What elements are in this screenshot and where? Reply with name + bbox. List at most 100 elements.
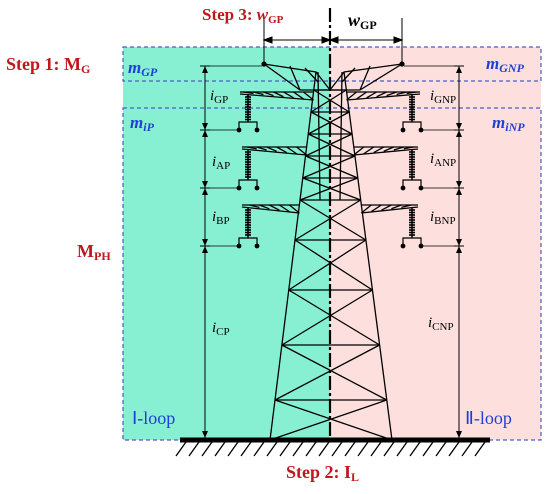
conductor [254, 243, 260, 249]
dimension-arrow [202, 431, 208, 438]
bundle-bracket [238, 237, 258, 246]
ground-hatch-line [266, 441, 278, 457]
cross-arm-web [249, 204, 260, 209]
step3-label: Step 3: wGP [202, 5, 284, 26]
dim-label-bnp: iBNP [430, 209, 456, 227]
cross-arm-chord [239, 93, 314, 101]
ground-hatch-line [188, 441, 200, 457]
dim-label-cp: iCP [212, 320, 230, 338]
insulator-string [236, 94, 260, 133]
ground-hatch-line [370, 441, 382, 457]
cross-arm-web [276, 146, 287, 154]
insulator-string [236, 207, 260, 249]
cross-arm-web [259, 204, 270, 210]
cross-arm-web [401, 204, 412, 208]
step1-label: Step 1: MG [6, 54, 90, 76]
cross-arm-web [403, 146, 414, 150]
cross-arm-web [266, 146, 277, 152]
cross-arm-web [346, 91, 358, 101]
ground-hatch-line [435, 441, 447, 457]
ground-hatch-line [331, 441, 343, 457]
conductor [400, 243, 406, 249]
dimension-arrow [202, 246, 208, 253]
ground-hatch-line [279, 441, 291, 457]
dim-label-bp: iBP [212, 209, 230, 227]
dimension-arrow [202, 123, 208, 130]
ground-hatch-line [461, 441, 473, 457]
tower-brace [299, 199, 367, 241]
ground-hatch-line [474, 441, 486, 457]
conductor [254, 127, 260, 133]
ground-wire-box [122, 46, 542, 82]
tower [239, 63, 421, 441]
right-height-dimensions [404, 65, 464, 439]
ground-hatch-line [396, 441, 408, 457]
tower-brace [288, 289, 380, 346]
dimension-arrow [456, 130, 462, 137]
ground-hatch-line [357, 441, 369, 457]
tower-brace [310, 111, 353, 135]
ground-hatch-line [448, 441, 460, 457]
m-gp-label: mGP [128, 58, 158, 79]
cross-arm-web [363, 146, 375, 155]
tower-brace [313, 89, 350, 113]
tower-brace [274, 344, 380, 401]
tower-brace [305, 155, 359, 179]
insulator-string [400, 94, 424, 133]
bundle-bracket [238, 121, 258, 130]
dimension-arrow [202, 188, 208, 195]
cross-arm-web [393, 146, 404, 151]
tower-brace [294, 239, 373, 291]
cross-arm-web [353, 146, 365, 156]
tower-brace [281, 344, 388, 401]
dim-label-gnp: iGNP [430, 88, 456, 106]
dimension-arrow [456, 66, 462, 73]
dim-label-anp: iANP [430, 151, 456, 169]
left-height-dimensions [200, 65, 262, 439]
loop1-label: Ⅰ-loop [132, 408, 175, 428]
ground-wire [399, 61, 405, 67]
dimension-arrow [202, 239, 208, 246]
mph-label: MPH [77, 241, 111, 263]
ground-hatch-line [214, 441, 226, 457]
conductor [400, 127, 406, 133]
cross-arm-web [296, 146, 308, 156]
tower-brace [307, 133, 356, 157]
dimension-arrow [456, 188, 462, 195]
tower-brace [294, 199, 362, 241]
ground-hatch-line [240, 441, 252, 457]
cross-arm-web [293, 91, 304, 100]
cross-arm-web [360, 204, 372, 214]
ground-hatch-line [227, 441, 239, 457]
cross-arm-web [286, 146, 297, 155]
tower-brace [302, 177, 361, 201]
m-gnp-label: mGNP [486, 54, 525, 75]
dimension-arrow [456, 181, 462, 188]
cross-arm-web [366, 91, 377, 99]
bundle-bracket [238, 179, 258, 188]
bundle-bracket [402, 237, 422, 246]
tower-brace [288, 239, 367, 291]
bundle-bracket [402, 179, 422, 188]
cross-arm-web [406, 91, 417, 95]
cross-arm-web [263, 91, 274, 97]
dimension-arrow [456, 123, 462, 130]
cross-arm-web [376, 91, 387, 98]
cross-arm-web [256, 146, 267, 151]
cross-arm-web [303, 91, 314, 101]
ground-hatch-line [305, 441, 317, 457]
width-label: wGP [348, 10, 377, 32]
insulator-string [236, 149, 260, 191]
ground-hatch-line [292, 441, 304, 457]
dimension-arrow [456, 431, 462, 438]
ground-hatch-line [175, 441, 187, 457]
conductor [254, 185, 260, 191]
insulator-string [400, 207, 424, 249]
tower-brace [281, 289, 373, 346]
cross-arm-web [279, 204, 290, 213]
dim-label-cnp: iCNP [428, 315, 454, 333]
cross-arm-web [243, 91, 254, 95]
ground-hatch-line [253, 441, 265, 457]
dimension-arrow [202, 181, 208, 188]
